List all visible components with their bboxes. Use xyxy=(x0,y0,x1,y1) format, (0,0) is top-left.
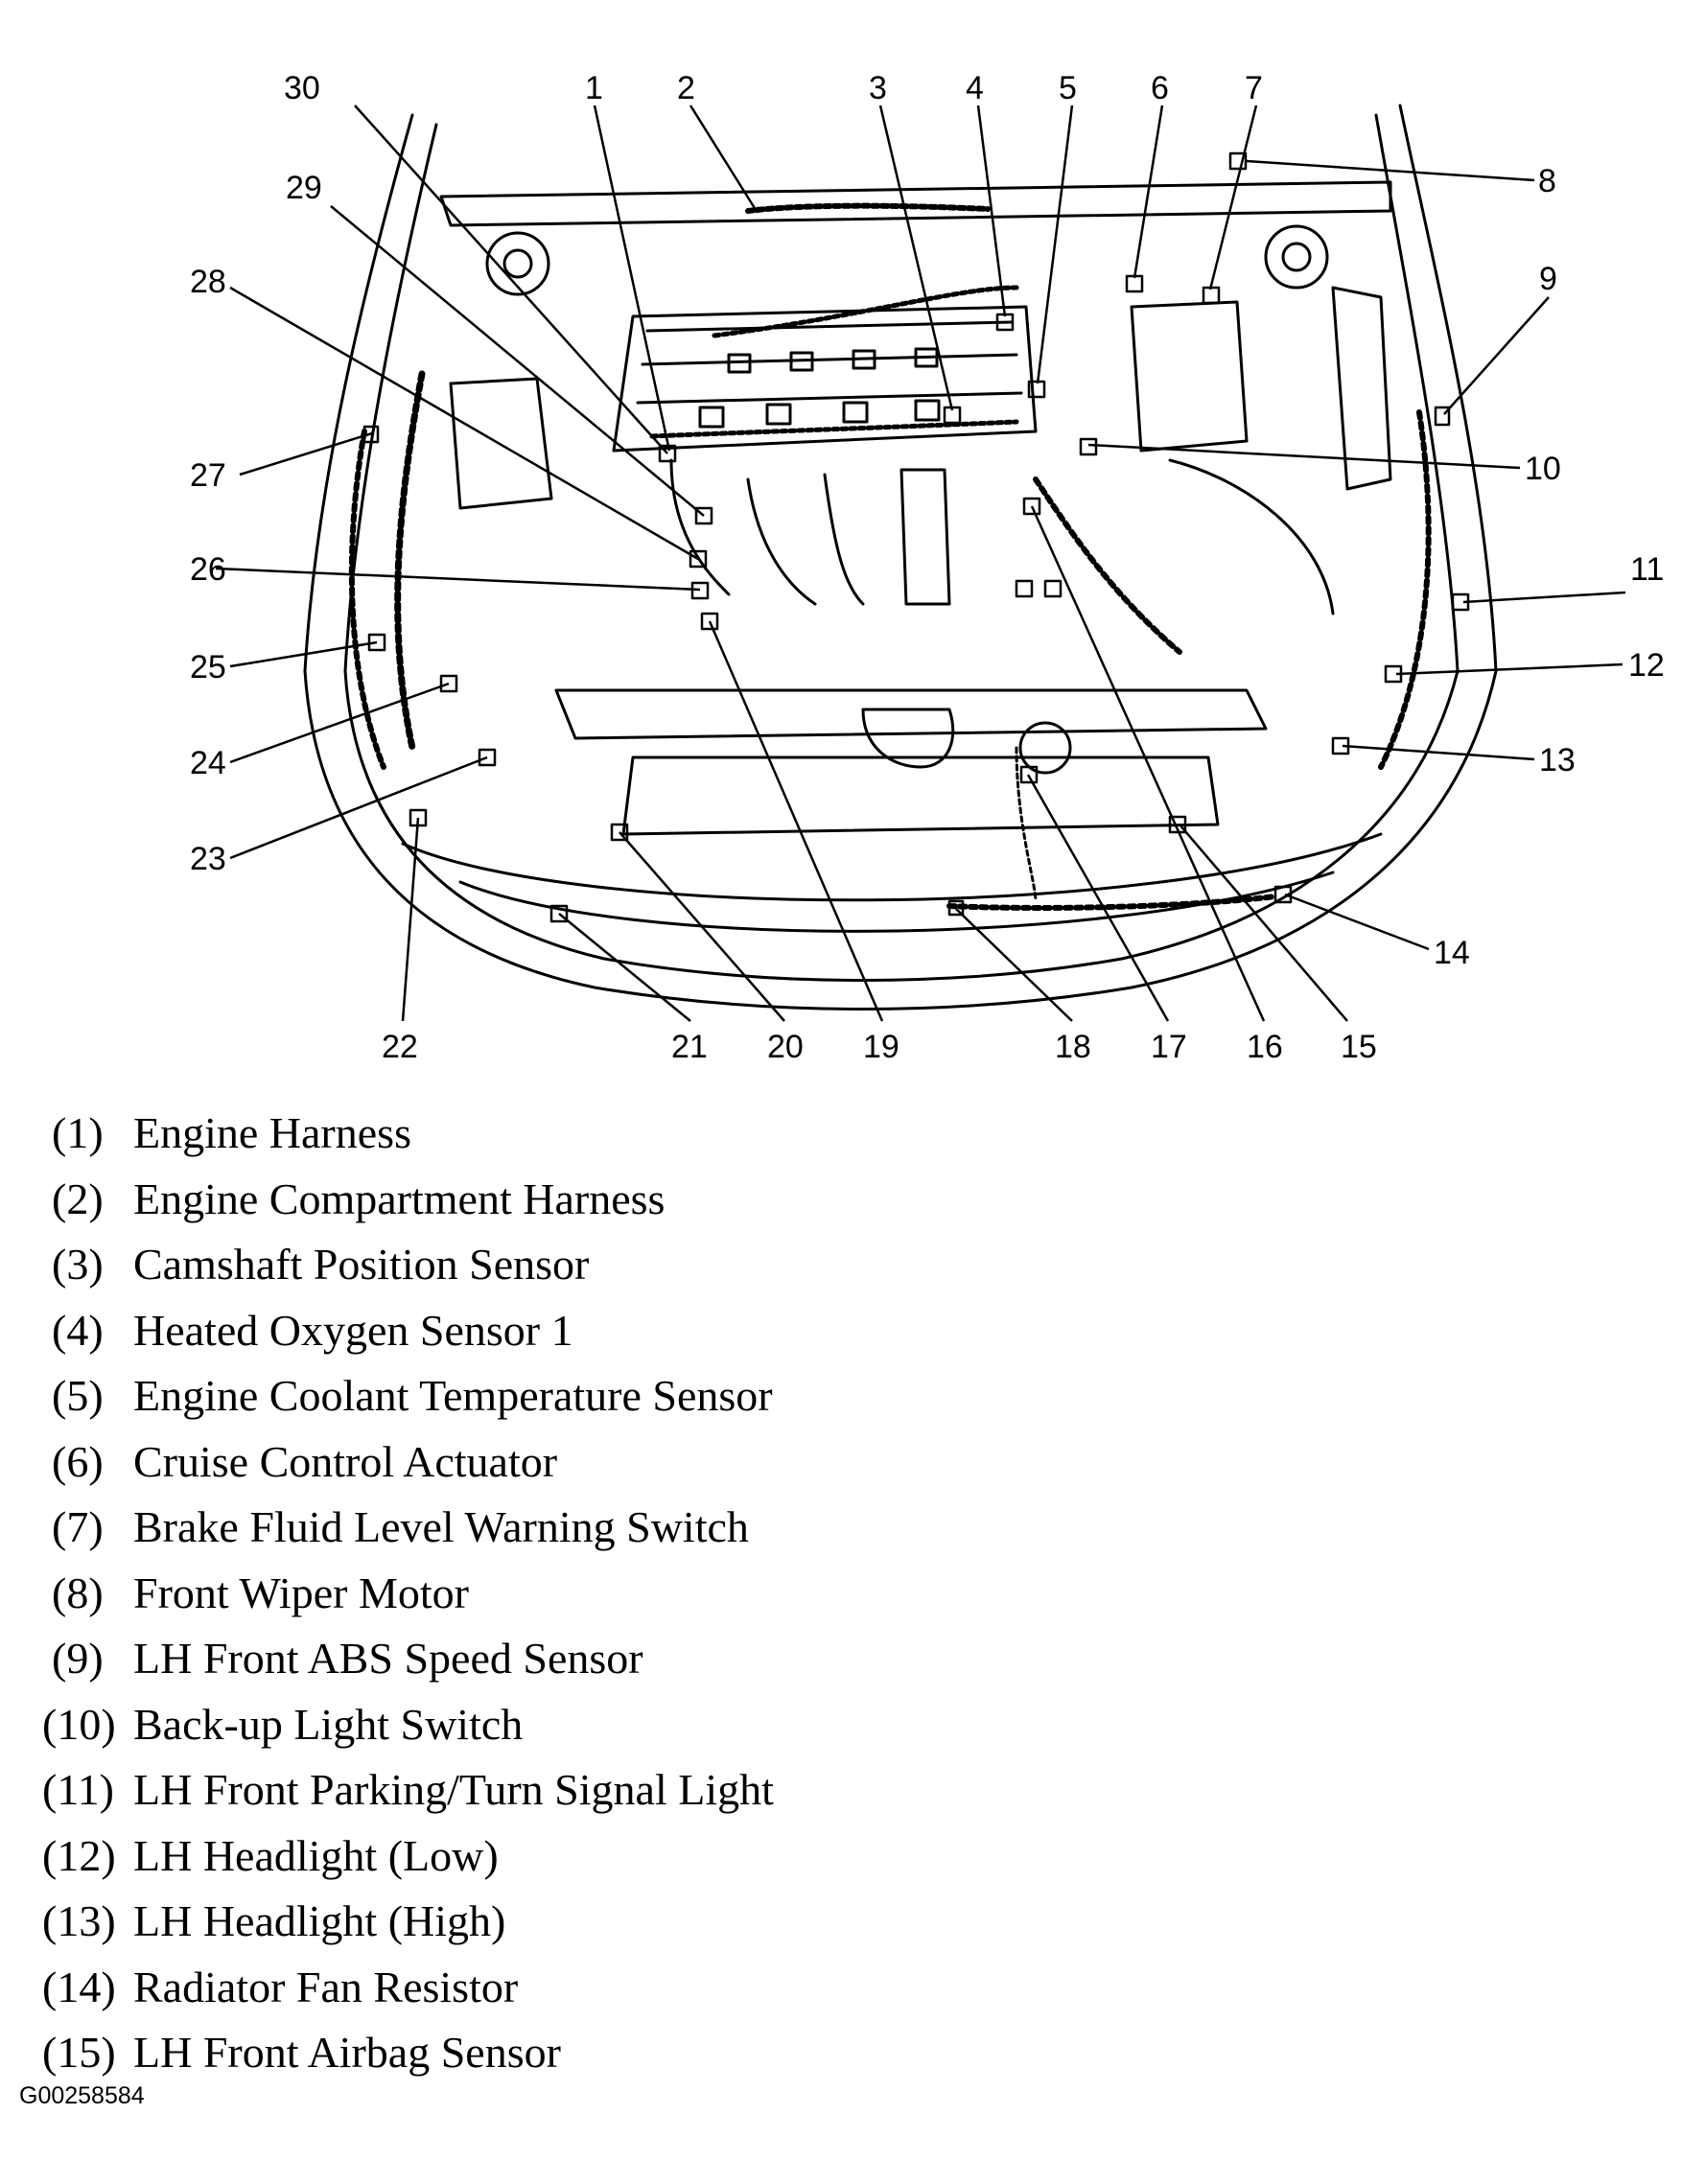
legend-label: Front Wiper Motor xyxy=(133,1568,469,1617)
legend-label: Brake Fluid Level Warning Switch xyxy=(133,1502,749,1551)
legend-number: (6) xyxy=(52,1436,104,1486)
callout-5: 5 xyxy=(1059,70,1077,106)
callout-1: 1 xyxy=(585,70,603,106)
leader-lines xyxy=(215,105,1626,1022)
legend-number: (9) xyxy=(52,1634,104,1683)
legend-label: LH Headlight (High) xyxy=(133,1896,506,1945)
callout-2: 2 xyxy=(677,70,695,106)
callout-8: 8 xyxy=(1538,163,1556,199)
callout-12: 12 xyxy=(1628,647,1665,684)
callout-19: 19 xyxy=(863,1029,899,1065)
callout-7: 7 xyxy=(1245,70,1263,106)
legend-number: (15) xyxy=(42,2028,116,2077)
callout-25: 25 xyxy=(190,649,226,685)
legend-label: Engine Harness xyxy=(133,1108,411,1157)
callout-15: 15 xyxy=(1341,1029,1377,1065)
legend-number: (5) xyxy=(52,1371,104,1420)
callout-30: 30 xyxy=(284,70,320,106)
callout-17: 17 xyxy=(1151,1029,1187,1065)
legend-label: Camshaft Position Sensor xyxy=(133,1240,590,1289)
legend-label: LH Front Parking/Turn Signal Light xyxy=(133,1765,774,1814)
callout-18: 18 xyxy=(1055,1029,1091,1065)
legend-number: (3) xyxy=(52,1240,104,1289)
callout-24: 24 xyxy=(190,745,226,781)
legend-number: (8) xyxy=(52,1568,104,1617)
legend-label: Engine Coolant Temperature Sensor xyxy=(133,1371,773,1420)
callout-3: 3 xyxy=(869,70,887,106)
legend-label: Radiator Fan Resistor xyxy=(133,1962,519,2011)
legend-label: LH Front Airbag Sensor xyxy=(133,2028,561,2077)
callout-28: 28 xyxy=(190,264,226,300)
callout-14: 14 xyxy=(1434,935,1470,971)
callout-6: 6 xyxy=(1151,70,1169,106)
legend-number: (14) xyxy=(42,1962,116,2011)
callout-9: 9 xyxy=(1539,261,1557,297)
callout-20: 20 xyxy=(767,1029,804,1065)
callout-26: 26 xyxy=(190,551,226,588)
legend-number: (2) xyxy=(52,1173,104,1223)
legend-number: (13) xyxy=(42,1896,116,1945)
callout-10: 10 xyxy=(1525,451,1561,487)
callout-23: 23 xyxy=(190,841,226,877)
figure-id: G00258584 xyxy=(19,2082,145,2109)
legend-number: (11) xyxy=(42,1765,114,1814)
engine-compartment-diagram: 1 2 3 4 5 6 7 8 9 10 11 12 13 14 15 16 1… xyxy=(190,70,1665,1065)
engine-drawing xyxy=(303,104,1498,1011)
callout-11: 11 xyxy=(1630,551,1664,588)
legend-number: (4) xyxy=(52,1305,104,1355)
legend-label: Back-up Light Switch xyxy=(133,1699,524,1749)
callout-16: 16 xyxy=(1247,1029,1283,1065)
legend-number: (12) xyxy=(42,1830,116,1880)
legend-label: LH Headlight (Low) xyxy=(133,1830,499,1880)
legend-number: (10) xyxy=(42,1699,116,1749)
callout-4: 4 xyxy=(966,70,984,106)
legend-label: Engine Compartment Harness xyxy=(133,1173,666,1223)
callout-29: 29 xyxy=(286,170,322,206)
legend-label: LH Front ABS Speed Sensor xyxy=(133,1634,643,1683)
callout-22: 22 xyxy=(382,1029,418,1065)
callout-numbers: 1 2 3 4 5 6 7 8 9 10 11 12 13 14 15 16 1… xyxy=(190,70,1665,1065)
legend-label: Cruise Control Actuator xyxy=(133,1436,558,1486)
callout-13: 13 xyxy=(1539,742,1576,778)
legend-number: (7) xyxy=(52,1502,104,1551)
callout-21: 21 xyxy=(671,1029,708,1065)
callout-27: 27 xyxy=(190,457,226,494)
legend-label: Heated Oxygen Sensor 1 xyxy=(133,1305,573,1355)
legend-number: (1) xyxy=(52,1108,104,1157)
